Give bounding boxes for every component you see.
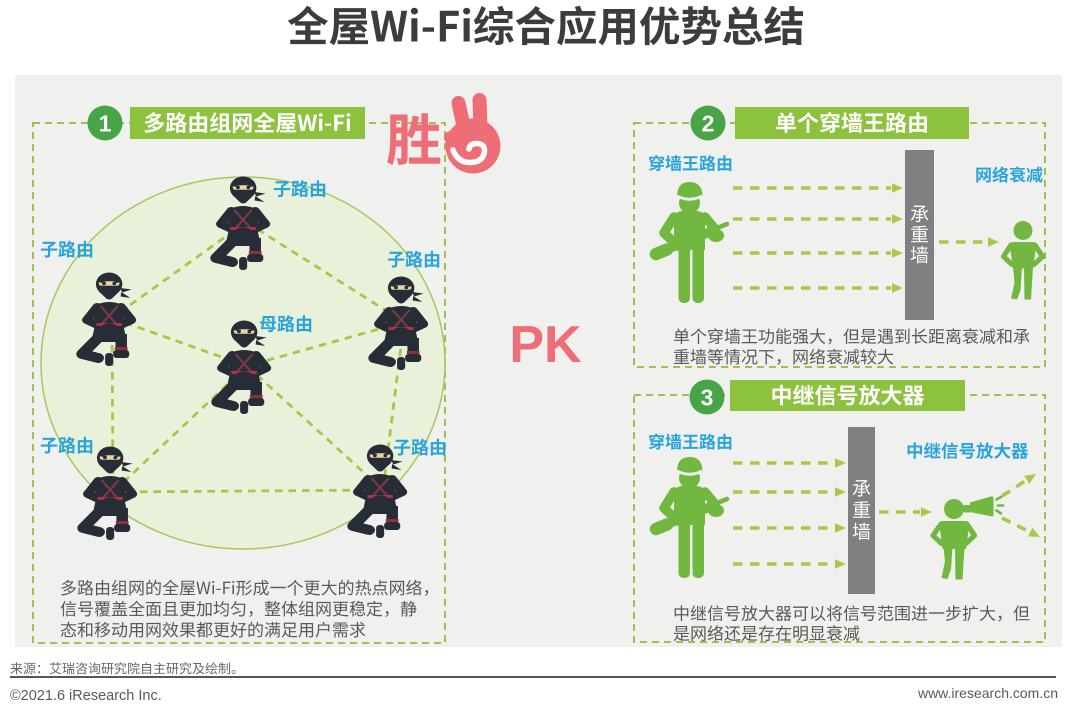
svg-text:www.iresearch.com.cn: www.iresearch.com.cn (917, 685, 1058, 701)
svg-text:PK: PK (509, 316, 582, 374)
svg-text:©2021.6 iResearch Inc.: ©2021.6 iResearch Inc. (10, 688, 162, 704)
svg-text:2: 2 (702, 110, 715, 136)
svg-text:3: 3 (701, 384, 714, 410)
svg-text:1: 1 (99, 110, 112, 136)
